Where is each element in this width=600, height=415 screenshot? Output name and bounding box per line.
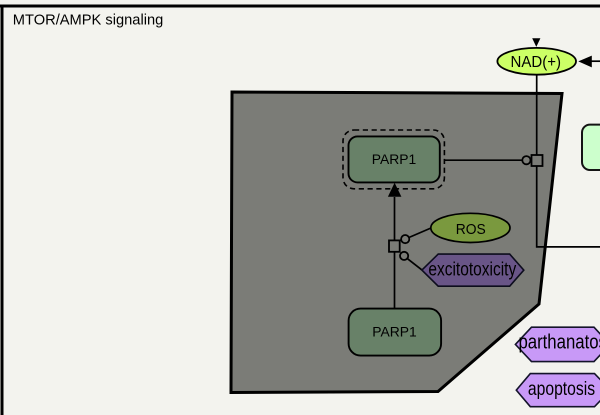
svg-text:ROS: ROS <box>456 222 486 238</box>
svg-text:parthanatos: parthanatos <box>518 331 600 353</box>
svg-text:NAD(+): NAD(+) <box>511 54 562 71</box>
svg-text:PARP1: PARP1 <box>372 152 417 167</box>
svg-text:PARP1: PARP1 <box>372 324 417 339</box>
svg-text:MTOR/AMPK signaling: MTOR/AMPK signaling <box>13 11 164 28</box>
svg-text:apoptosis: apoptosis <box>528 378 595 400</box>
svg-text:excitotoxicity: excitotoxicity <box>428 258 516 280</box>
